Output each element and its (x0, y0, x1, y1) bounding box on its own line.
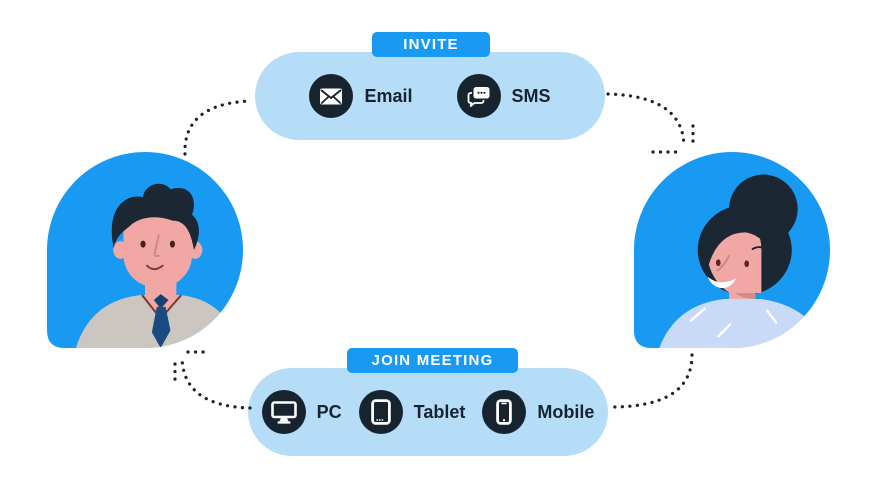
sms-label: SMS (511, 85, 551, 106)
pc-label: PC (316, 401, 342, 422)
host-man-avatar (46, 152, 244, 348)
tablet-label: Tablet (413, 401, 466, 422)
arrow-invite-to-guest (598, 82, 708, 162)
join-item-pc: PC (261, 390, 342, 434)
guest-woman-avatar (633, 152, 831, 348)
invite-item-email: Email (309, 74, 413, 118)
arrow-host-to-invite (168, 92, 260, 160)
join-meeting-badge: JOIN MEETING (347, 348, 518, 373)
tablet-icon (358, 390, 403, 434)
email-label: Email (364, 85, 413, 106)
join-meeting-pill: PC Tablet Mobile (248, 368, 608, 456)
mobile-label: Mobile (537, 401, 595, 422)
mobile-icon (482, 390, 527, 434)
arrow-guest-to-join (606, 350, 701, 415)
join-meeting-badge-label: JOIN MEETING (371, 352, 494, 369)
invite-badge: INVITE (372, 32, 490, 57)
join-item-tablet: Tablet (358, 390, 466, 434)
sms-icon (456, 74, 501, 118)
invite-item-sms: SMS (456, 74, 551, 118)
join-item-mobile: Mobile (482, 390, 594, 434)
arrow-join-to-host (162, 342, 257, 414)
invite-badge-label: INVITE (403, 36, 459, 53)
pc-icon (261, 390, 306, 434)
email-icon (309, 74, 354, 118)
invite-pill: Email SMS (255, 52, 605, 140)
